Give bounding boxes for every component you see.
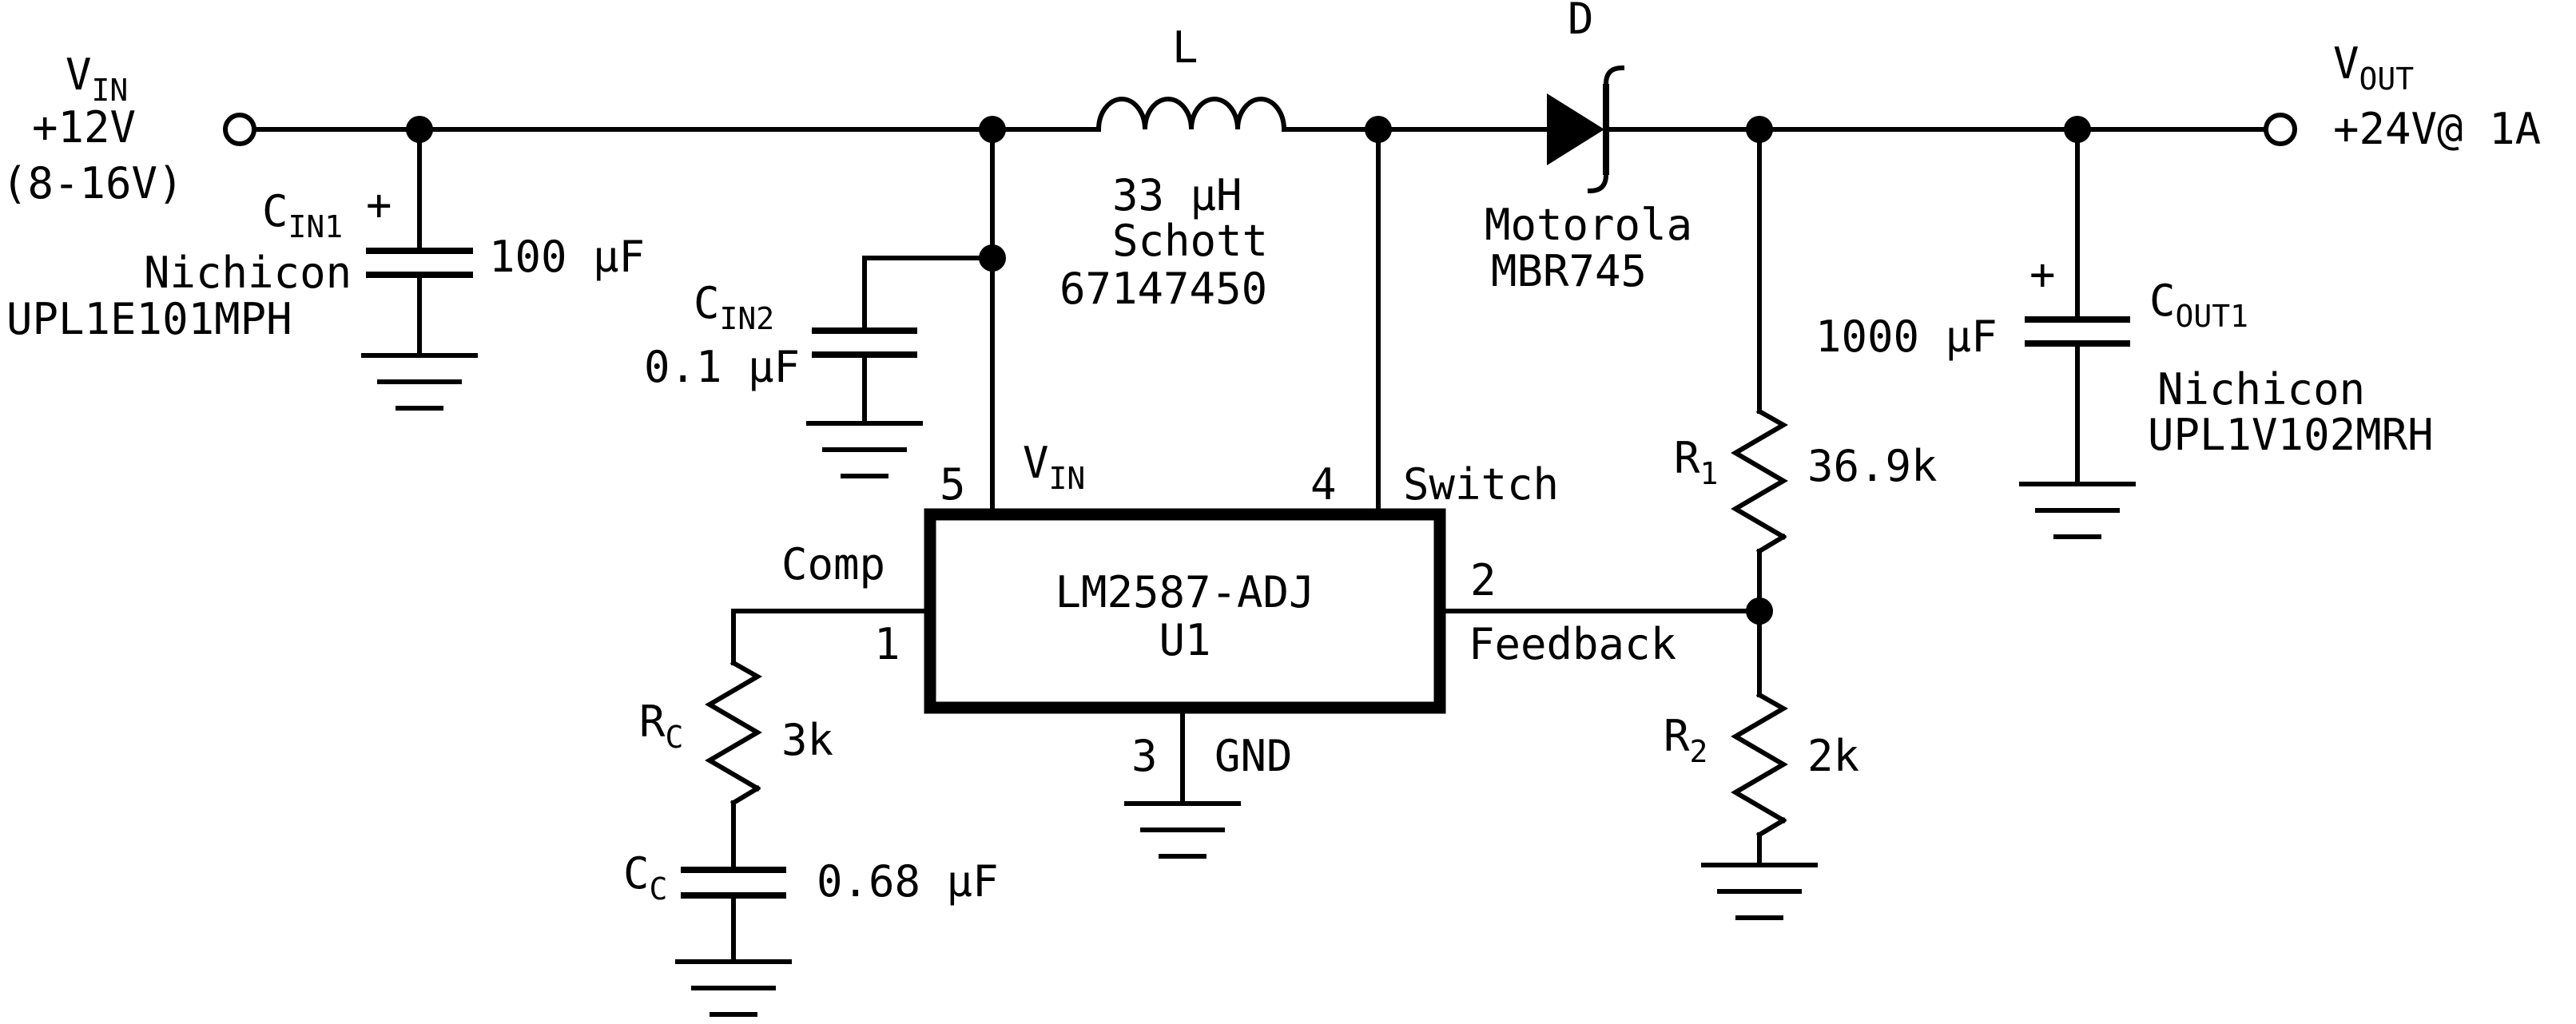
ic-reference: U1 — [1159, 615, 1210, 665]
pin4-name: Switch — [1403, 459, 1559, 510]
vin-voltage: +12V — [32, 102, 136, 153]
ic-ground-symbol — [1124, 711, 1241, 859]
cin2-ground-symbol — [806, 421, 923, 478]
diode-part: MBR745 — [1491, 246, 1647, 296]
cc-capacitor — [681, 867, 786, 964]
rc-label: RC — [639, 697, 683, 755]
ic-part-number: LM2587-ADJ — [1055, 567, 1314, 617]
pin1-name: Comp — [781, 539, 885, 589]
vout-terminal[interactable] — [2264, 113, 2297, 146]
pin3-number: 3 — [1131, 731, 1158, 781]
pin2-number: 2 — [1470, 555, 1497, 605]
vout-spec: +24V@ 1A — [2333, 104, 2541, 154]
r2-resistor — [1731, 691, 1789, 867]
cin1-label: CIN1 — [262, 186, 343, 244]
cc-value: 0.68 μF — [817, 856, 999, 907]
inductor-maker: Schott — [1112, 216, 1268, 266]
cout1-label: COUT1 — [2149, 276, 2248, 334]
r1-label: R1 — [1674, 433, 1718, 491]
cin2-capacitor — [812, 127, 995, 510]
schottky-diode — [1536, 65, 1625, 194]
cc-ground-symbol — [675, 959, 792, 1017]
pin1-number: 1 — [874, 619, 900, 669]
cout1-polarity: + — [2029, 249, 2056, 300]
cin1-polarity: + — [366, 180, 392, 230]
cin1-value: 100 μF — [489, 232, 645, 282]
rc-value: 3k — [781, 715, 833, 765]
cc-label: CC — [623, 848, 667, 907]
inductor-part: 67147450 — [1059, 264, 1267, 314]
inductor-value: 33 μH — [1112, 170, 1242, 220]
cout1-capacitor — [2025, 127, 2130, 486]
cout1-part: UPL1V102MRH — [2148, 410, 2434, 460]
pin5-name: VIN — [1023, 438, 1085, 496]
cin1-capacitor — [366, 127, 473, 358]
pin4-number: 4 — [1310, 459, 1337, 510]
cout1-ground-symbol — [2019, 482, 2136, 539]
cin1-maker: Nichicon — [144, 248, 352, 298]
cin1-part: UPL1E101MPH — [6, 294, 292, 344]
vin-range: (8-16V) — [2, 158, 184, 208]
vin-terminal[interactable] — [223, 113, 256, 146]
r2-ground-symbol — [1701, 863, 1818, 920]
diode-maker: Motorola — [1485, 200, 1692, 250]
cout1-value: 1000 μF — [1815, 312, 1998, 362]
r1-value: 36.9k — [1807, 441, 1938, 491]
cout1-maker: Nichicon — [2157, 364, 2365, 415]
cin2-value: 0.1 μF — [644, 342, 800, 392]
cin2-label: CIN2 — [694, 278, 774, 336]
pin2-name: Feedback — [1469, 619, 1676, 669]
inductor-coil — [1086, 97, 1290, 133]
diode-label: D — [1568, 0, 1594, 44]
inductor-label: L — [1172, 22, 1199, 73]
vout-label: VOUT — [2333, 38, 2414, 97]
r2-label: R2 — [1664, 711, 1707, 769]
r2-value: 2k — [1807, 731, 1859, 781]
rc-resistor — [705, 609, 927, 869]
pin3-name: GND — [1214, 731, 1293, 781]
vin-label: VIN — [66, 50, 128, 108]
ic-body — [924, 508, 1446, 714]
pin5-number: 5 — [940, 459, 966, 510]
r1-resistor — [1731, 127, 1789, 697]
cin1-ground-symbol — [361, 353, 478, 411]
